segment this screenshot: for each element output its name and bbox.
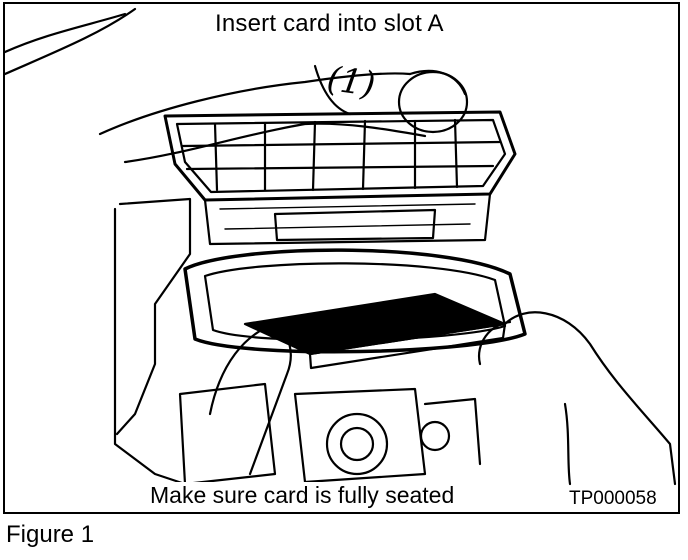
- top-callout-text: Insert card into slot A: [211, 10, 448, 38]
- figure-caption: Figure 1: [6, 521, 95, 548]
- card-insertion-illustration: [5, 7, 677, 486]
- step-marker: (1): [324, 58, 378, 106]
- upper-hand-icon: [98, 64, 469, 164]
- device-body: [113, 192, 527, 486]
- lower-hands-icon: [208, 311, 677, 486]
- reference-code: TP000058: [567, 488, 659, 510]
- figure-frame: Insert card into slot A Make sure card i…: [3, 2, 680, 514]
- bottom-callout-text: Make sure card is fully seated: [147, 482, 458, 509]
